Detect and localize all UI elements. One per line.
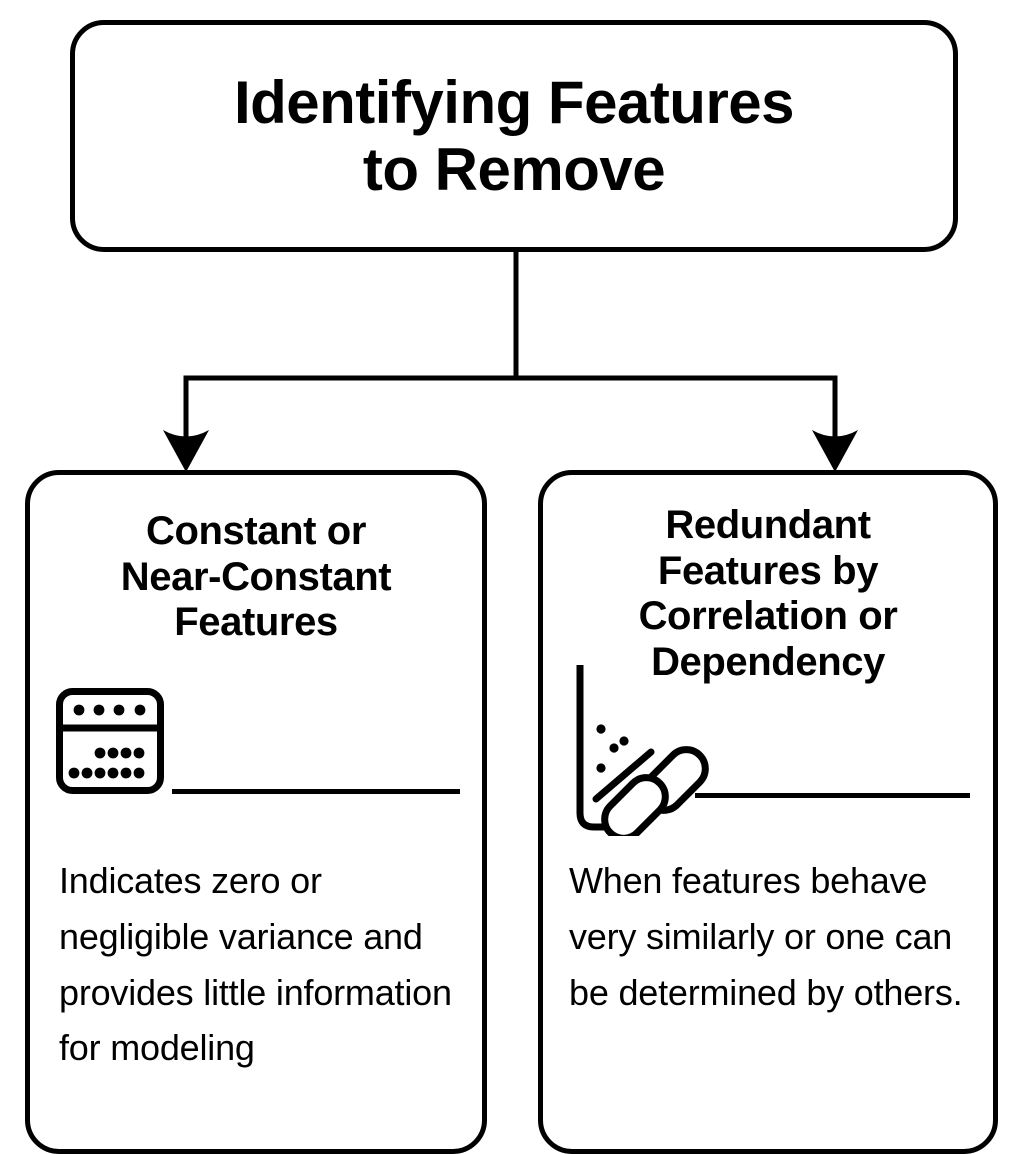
arrow-to-constant-features: [163, 430, 209, 472]
root-node: Identifying Features to Remove: [70, 20, 958, 252]
node-heading: Constant or Near-Constant Features: [120, 509, 392, 645]
node-redundant-features: Redundant Features by Correlation or Dep…: [538, 470, 998, 1154]
page-title: Identifying Features to Remove: [233, 68, 795, 203]
section-divider: [695, 793, 970, 798]
node-content: Constant or Near-Constant Features: [30, 475, 482, 1149]
section-divider: [172, 789, 460, 794]
node-description: When features behave very similarly or o…: [569, 860, 963, 1013]
node-constant-features: Constant or Near-Constant Features: [25, 470, 487, 1154]
scatter-chart-chain-link-icon: [570, 661, 710, 842]
node-content: Redundant Features by Correlation or Dep…: [543, 475, 993, 1149]
node-description: Indicates zero or negligible variance an…: [59, 860, 452, 1069]
node-heading: Redundant Features by Correlation or Dep…: [638, 503, 898, 684]
arrow-to-redundant-features: [812, 430, 858, 472]
data-table-dots-icon: [55, 687, 165, 800]
